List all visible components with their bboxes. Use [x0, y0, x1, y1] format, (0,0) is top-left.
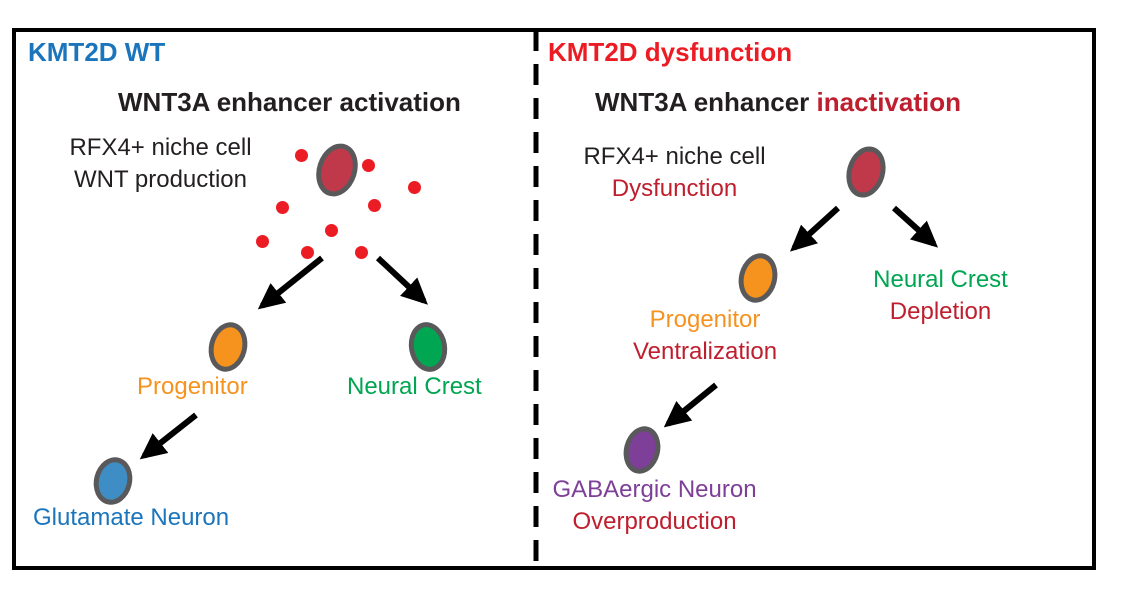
right-progenitor-label: Progenitor Ventralization — [630, 304, 780, 368]
right-heading-red-part: inactivation — [809, 87, 961, 117]
right-progenitor-line2: Ventralization — [632, 338, 778, 365]
left-niche-cell-label: RFX4+ niche cell WNT production — [48, 132, 273, 196]
left-progenitor-label: Progenitor — [137, 373, 248, 400]
wnt-molecule-dot — [301, 246, 314, 259]
right-niche-line1: RFX4+ niche cell — [583, 143, 766, 170]
right-progenitor-line1: Progenitor — [649, 306, 761, 333]
wnt-molecule-dot — [408, 181, 421, 194]
right-heading-black-part: WNT3A enhancer — [595, 87, 810, 117]
right-neural-crest-line1: Neural Crest — [873, 266, 1008, 293]
right-gaba-neuron-label: GABAergic Neuron Overproduction — [552, 474, 757, 538]
right-panel-heading: WNT3A enhancer inactivation — [595, 86, 961, 118]
left-niche-line1: RFX4+ niche cell — [69, 134, 252, 161]
wnt-molecule-dot — [325, 224, 338, 237]
left-panel-title: KMT2D WT — [28, 37, 166, 67]
wnt-molecule-dot — [362, 159, 375, 172]
right-neural-crest-line2: Depletion — [889, 298, 992, 325]
wnt-molecule-dot — [368, 199, 381, 212]
right-niche-cell-label: RFX4+ niche cell Dysfunction — [572, 141, 777, 205]
wnt-molecule-dot — [256, 235, 269, 248]
left-glutamate-neuron-label: Glutamate Neuron — [33, 504, 230, 531]
figure-border — [12, 28, 1096, 570]
left-neural-crest-label: Neural Crest — [347, 373, 482, 400]
right-gaba-line2: Overproduction — [572, 508, 737, 535]
right-niche-line2: Dysfunction — [611, 175, 738, 202]
right-gaba-line1: GABAergic Neuron — [552, 476, 757, 503]
right-neural-crest-label: Neural Crest Depletion — [868, 264, 1013, 328]
right-panel-title: KMT2D dysfunction — [548, 37, 793, 67]
left-niche-line2: WNT production — [74, 166, 247, 193]
wnt-molecule-dot — [295, 149, 308, 162]
wnt-molecule-dot — [355, 246, 368, 259]
wnt-molecule-dot — [276, 201, 289, 214]
left-panel-heading: WNT3A enhancer activation — [118, 87, 461, 117]
